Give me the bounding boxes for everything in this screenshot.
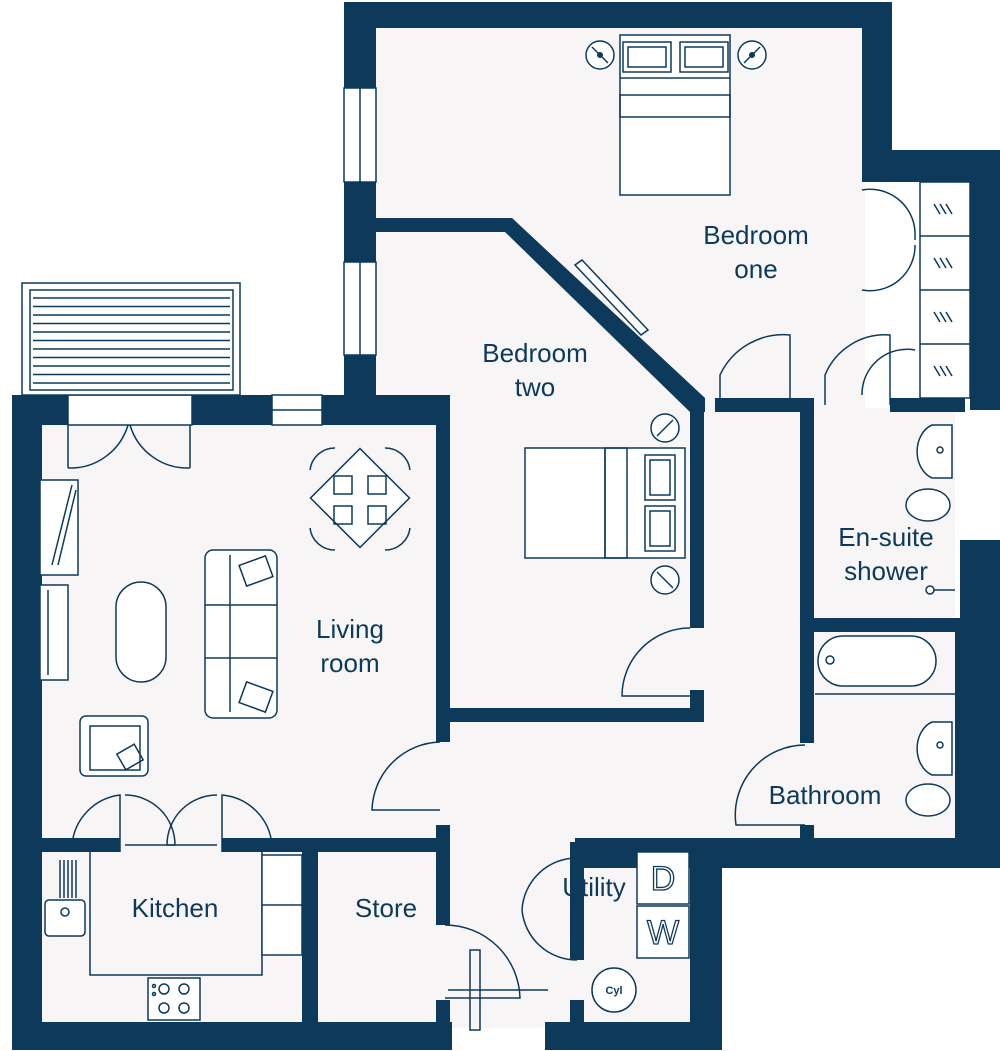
- bathroom-fixtures: [905, 721, 953, 817]
- hanger: [945, 365, 953, 377]
- room-label-ensuite-line2: shower: [844, 556, 928, 586]
- washer-label: W: [647, 914, 679, 952]
- wardrobe: [919, 181, 971, 399]
- hanger: [933, 365, 941, 377]
- coffee-table: [115, 581, 167, 683]
- room-label-utility: Utility: [562, 872, 626, 902]
- room-labels: Bedroom one Bedroom two En-suite shower …: [132, 220, 934, 923]
- room-label-bedroom-two: Bedroom: [482, 338, 588, 368]
- hanger: [933, 257, 941, 269]
- room-label-bedroom-two-line2: two: [515, 372, 555, 402]
- dining-table: [309, 447, 411, 551]
- wall-mirror: [573, 259, 650, 336]
- hanger: [945, 257, 953, 269]
- room-label-bathroom: Bathroom: [769, 780, 882, 810]
- hanger: [939, 203, 947, 215]
- double-bed-one: [619, 34, 731, 196]
- interior-walls: [40, 218, 965, 1030]
- hanger: [945, 203, 953, 215]
- hanger: [939, 257, 947, 269]
- room-label-living-line2: room: [320, 648, 379, 678]
- floor-fill: [40, 28, 955, 1028]
- kitchen-units: [44, 852, 303, 976]
- hob-icon: [147, 977, 201, 1021]
- room-label-kitchen: Kitchen: [132, 893, 219, 923]
- room-label-store: Store: [355, 893, 417, 923]
- utility-appliances: D W Cyl: [591, 851, 690, 1013]
- ensuite-fixtures: [905, 424, 955, 595]
- hanger: [939, 365, 947, 377]
- sofa: [204, 549, 278, 719]
- hanger: [933, 203, 941, 215]
- hanger: [933, 311, 941, 323]
- tv-unit: [39, 479, 79, 681]
- cylinder-label: Cyl: [605, 985, 622, 997]
- room-label-ensuite: En-suite: [838, 522, 933, 552]
- hanger: [939, 311, 947, 323]
- double-bed-two: [524, 413, 686, 595]
- windows: [67, 87, 377, 426]
- room-label-bedroom-one-line2: one: [734, 254, 777, 284]
- balcony: [21, 282, 241, 396]
- hanger: [945, 311, 953, 323]
- bathtub: [815, 635, 955, 695]
- room-label-living: Living: [316, 614, 384, 644]
- room-label-bedroom-one: Bedroom: [703, 220, 809, 250]
- dryer-label: D: [651, 860, 676, 898]
- armchair: [79, 715, 149, 777]
- doors: [67, 188, 916, 1050]
- lamp-accent: [597, 52, 755, 58]
